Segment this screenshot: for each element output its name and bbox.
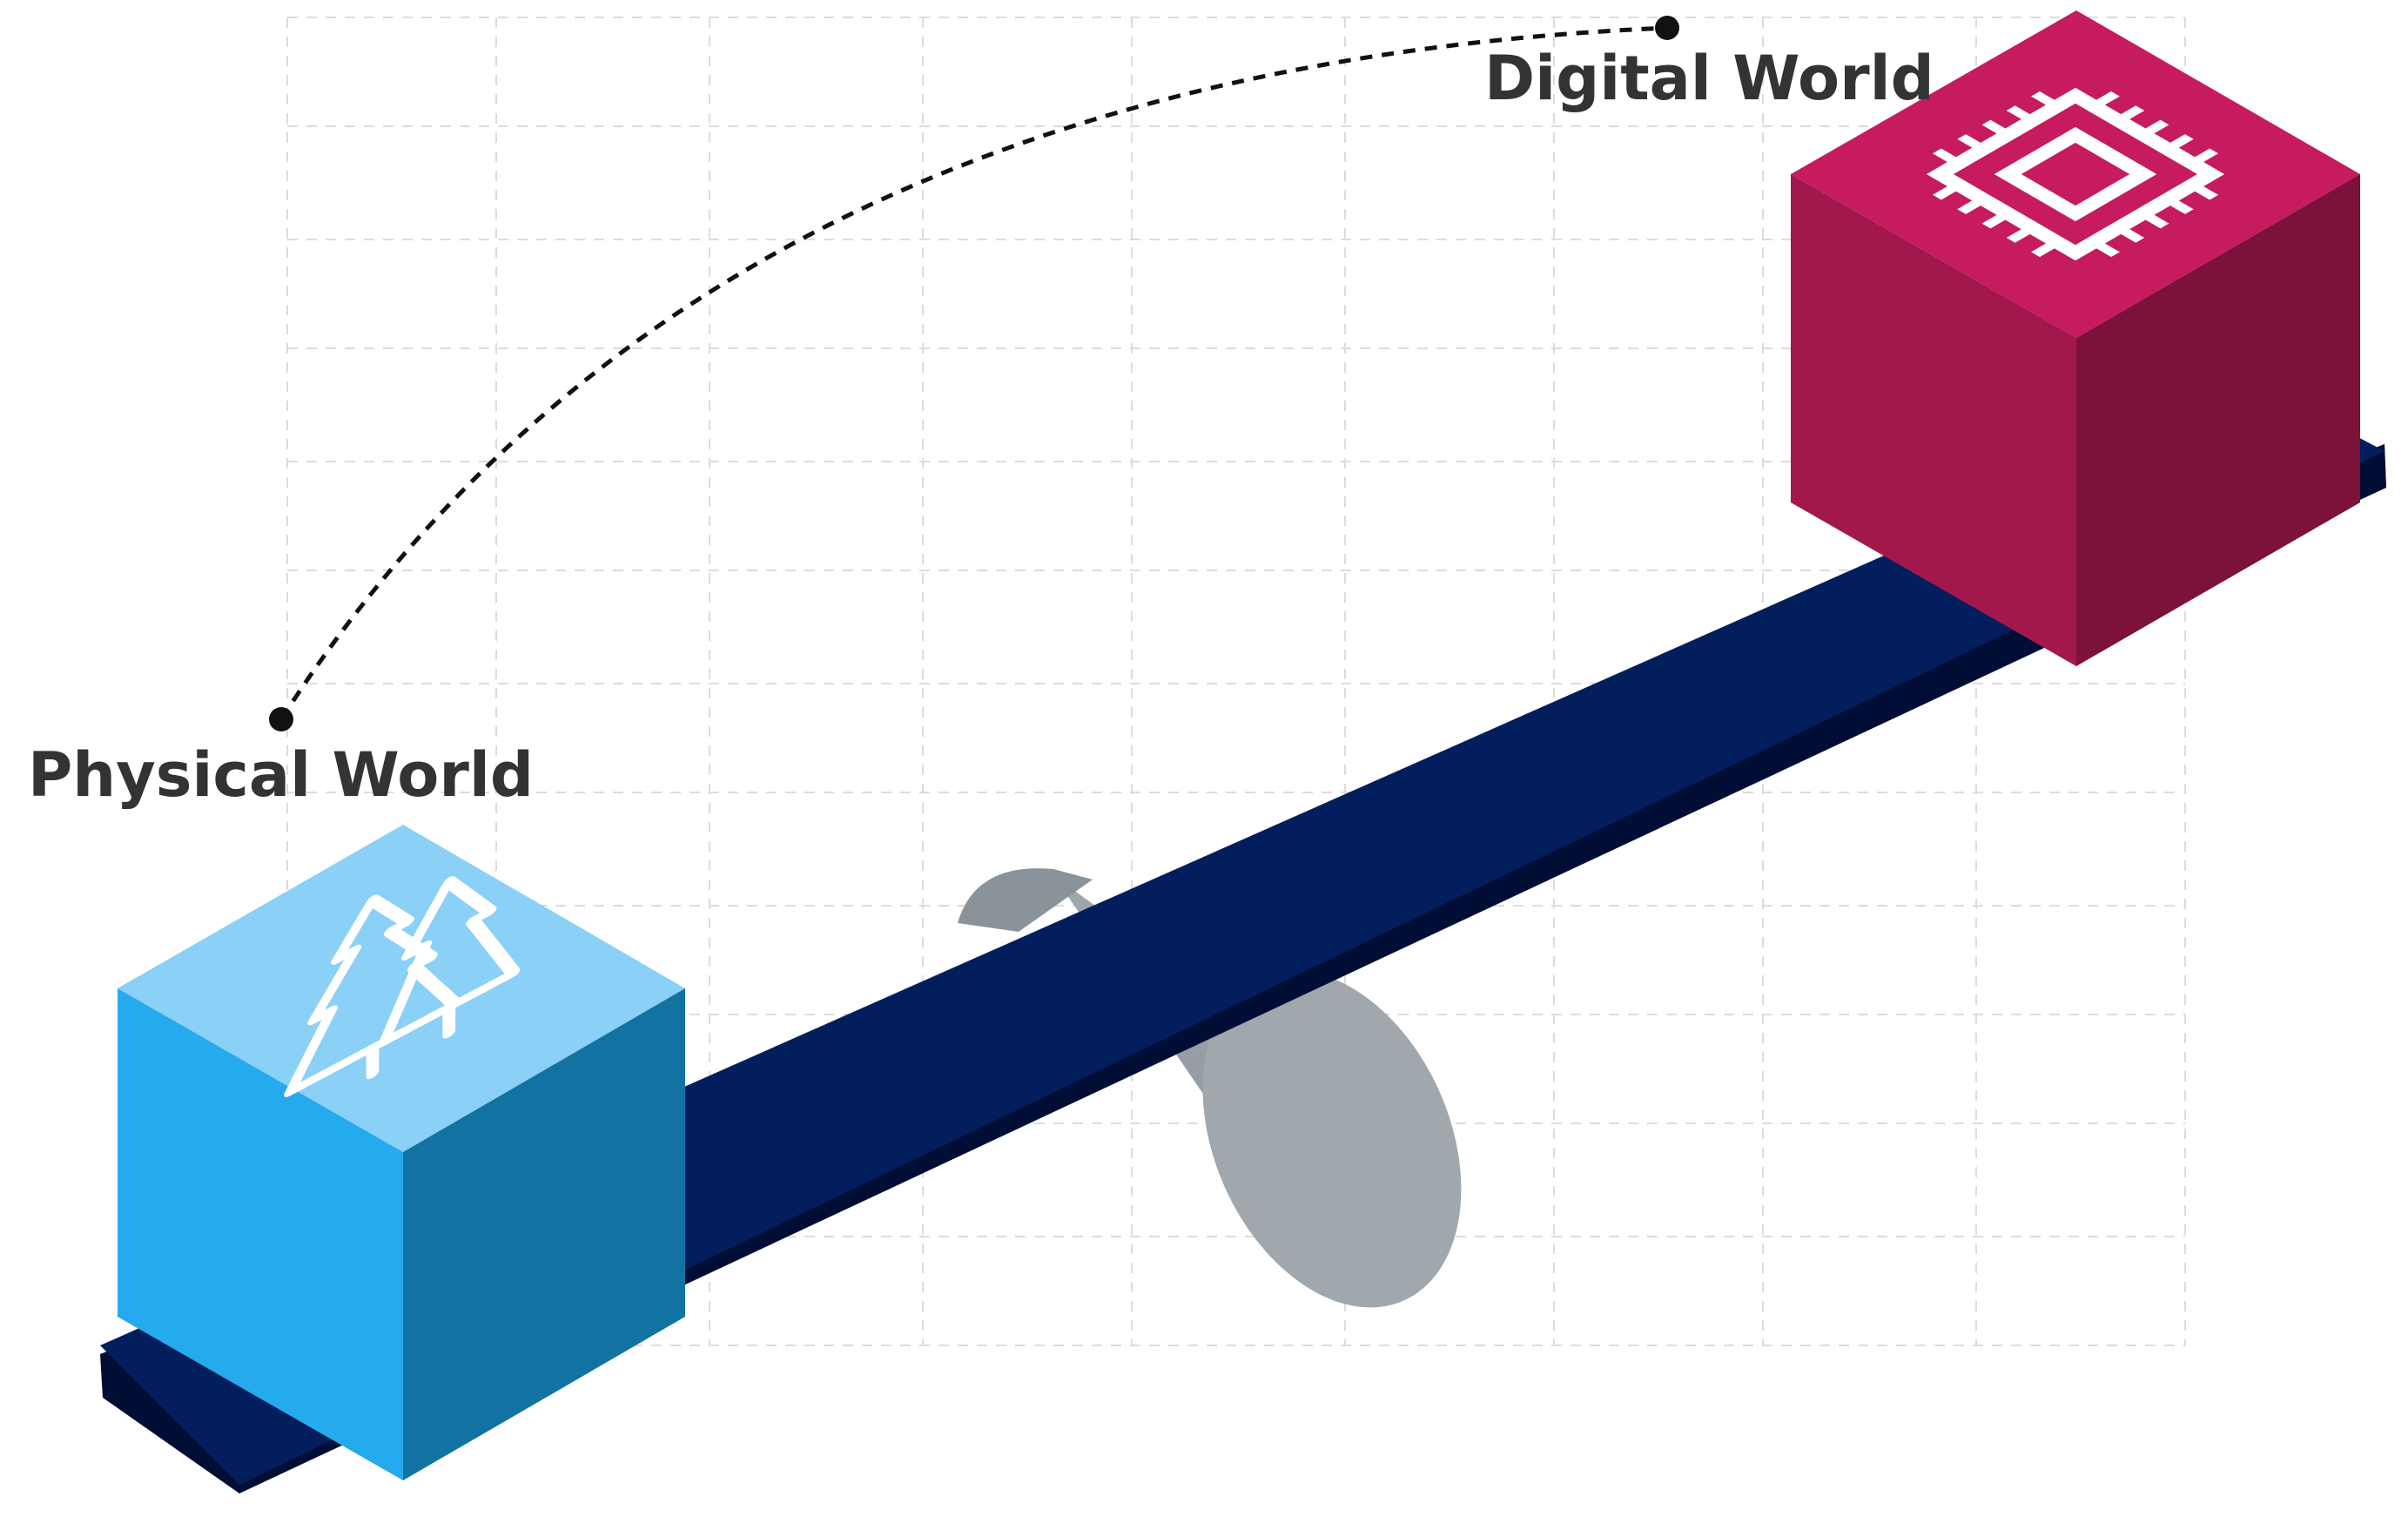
arc-end-dot [1655, 16, 1679, 40]
digital-cube-left [1791, 174, 2076, 666]
digital-world-label: Digital World [1484, 43, 1934, 114]
fulcrum-end-face [1202, 970, 1462, 1308]
arc-start-dot [269, 707, 293, 731]
digital-cube-top [1791, 10, 2360, 338]
digital-world-cube [1791, 10, 2360, 666]
physical-world-label: Physical World [28, 739, 534, 811]
connector-arc [269, 16, 1679, 731]
digital-cube-right [2076, 174, 2360, 666]
chip-icon [1926, 87, 2225, 261]
trees-icon [284, 876, 521, 1097]
physical-cube-top [118, 825, 685, 1152]
fulcrum-back-cap [958, 868, 1093, 932]
physical-cube-left [118, 988, 403, 1480]
dashed-arc-line [279, 25, 1668, 721]
physical-world-cube [118, 825, 685, 1480]
chip-pins [1932, 91, 2219, 258]
physical-cube-right [403, 988, 685, 1480]
